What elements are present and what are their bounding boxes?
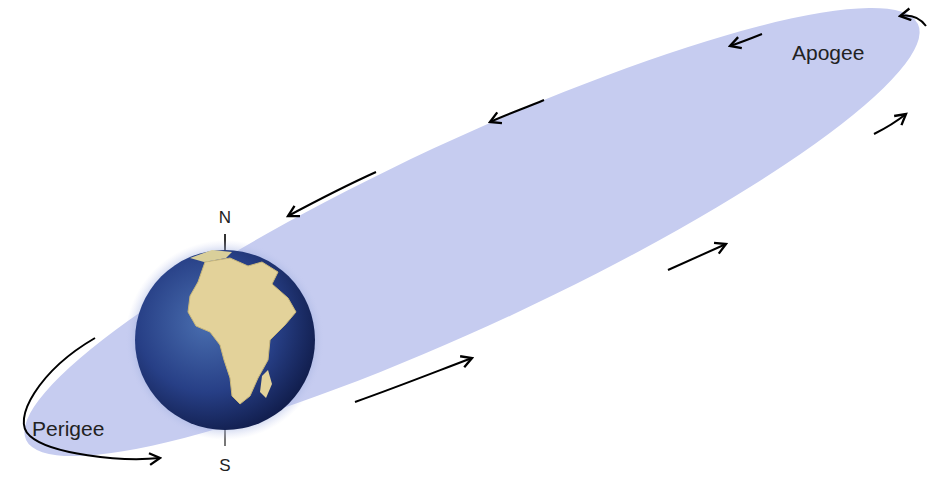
orbit-arrow	[355, 358, 472, 402]
perigee-label: Perigee	[32, 418, 104, 439]
orbit-arrow	[24, 338, 160, 459]
orbit-arrow	[900, 15, 926, 26]
apogee-label: Apogee	[792, 42, 864, 63]
orbit-arrow	[730, 34, 762, 46]
orbit-arrow	[288, 172, 376, 216]
south-label: S	[219, 457, 230, 474]
north-label: N	[219, 209, 231, 226]
orbit-arrow	[668, 244, 726, 270]
orbit-arrow	[874, 114, 906, 134]
earth	[125, 240, 325, 440]
orbit-arrow	[490, 100, 544, 122]
